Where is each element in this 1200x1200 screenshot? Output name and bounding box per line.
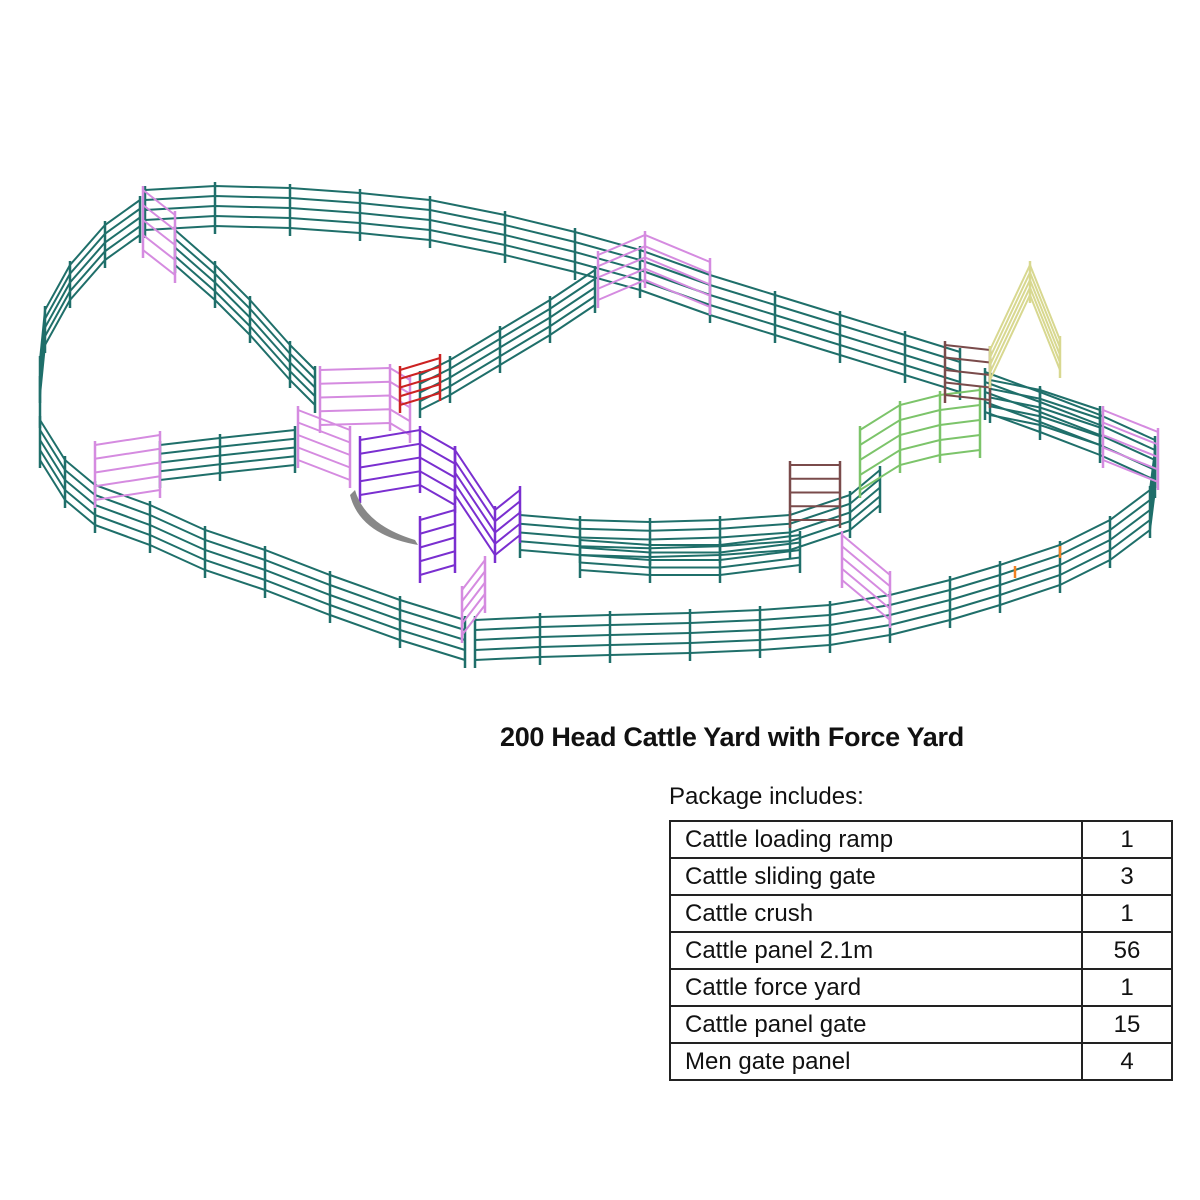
gate-bottom-right	[840, 531, 892, 628]
fence-lane	[578, 531, 802, 583]
gate-right	[1101, 406, 1160, 490]
item-qty: 4	[1081, 1042, 1173, 1081]
fence-top	[143, 182, 962, 400]
loading-ramp	[988, 261, 1062, 388]
fence-center-curve	[518, 466, 882, 565]
item-qty: 15	[1081, 1005, 1173, 1044]
page-title: 200 Head Cattle Yard with Force Yard	[500, 722, 964, 752]
gate-left	[93, 431, 162, 508]
fence-right-inner	[988, 376, 1102, 453]
fence-diagonal-left	[173, 226, 317, 413]
fence-center-left	[158, 426, 297, 488]
sliding-gate-top	[943, 341, 992, 408]
cattle-yard-diagram	[38, 182, 1160, 668]
force-yard	[358, 426, 457, 583]
item-qty: 1	[1081, 894, 1173, 933]
gate-top-center	[596, 231, 712, 315]
item-name: Cattle force yard	[669, 968, 1083, 1007]
item-name: Cattle loading ramp	[669, 820, 1083, 859]
gate-bottom-center	[460, 556, 487, 643]
item-name: Cattle crush	[669, 894, 1083, 933]
item-qty: 1	[1081, 968, 1173, 1007]
gate-center-yard	[318, 364, 412, 443]
gate-center-left	[296, 406, 352, 488]
item-qty: 1	[1081, 820, 1173, 859]
force-yard-wall	[350, 490, 418, 545]
item-name: Men gate panel	[669, 1042, 1083, 1081]
force-yard-race	[453, 446, 522, 563]
red-gate	[398, 354, 442, 413]
item-qty: 3	[1081, 857, 1173, 896]
item-name: Cattle panel gate	[669, 1005, 1083, 1044]
fence-left	[38, 196, 142, 403]
item-name: Cattle sliding gate	[669, 857, 1083, 896]
fence-bottom-left	[38, 376, 467, 668]
fence-diagonal-right	[418, 266, 597, 418]
item-name: Cattle panel 2.1m	[669, 931, 1083, 970]
men-gate	[1013, 546, 1062, 578]
gate-top-left	[141, 186, 177, 283]
item-qty: 56	[1081, 931, 1173, 970]
package-caption: Package includes:	[669, 783, 864, 810]
sliding-gate-bottom	[788, 461, 842, 528]
